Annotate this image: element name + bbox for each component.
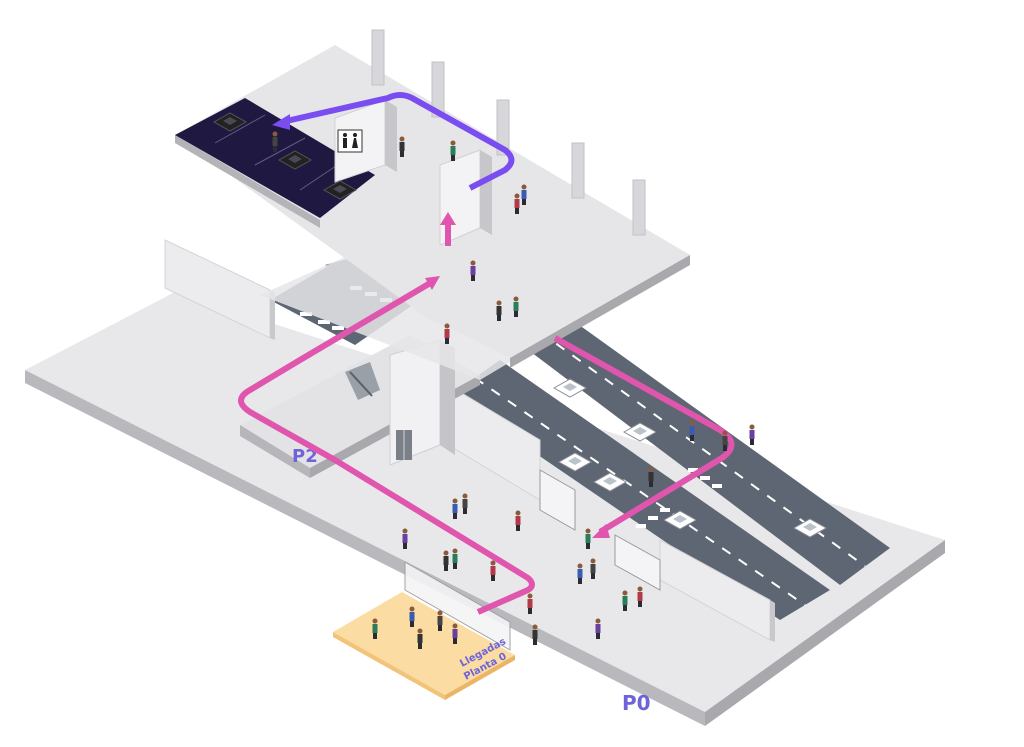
mid-floor-p2: P2: [240, 335, 480, 478]
car-icon: [212, 112, 248, 132]
person-icon: [452, 498, 458, 519]
elevator-icon: [396, 430, 412, 460]
person-icon: [521, 184, 527, 205]
person-icon: [452, 548, 458, 569]
car-icon: [322, 180, 358, 200]
person-icon: [532, 624, 538, 645]
car-icon: [557, 452, 593, 472]
car-icon: [277, 150, 313, 170]
person-icon: [372, 618, 378, 639]
person-icon: [527, 593, 533, 614]
person-icon: [452, 623, 458, 644]
person-icon: [444, 323, 450, 344]
escalator-icon: [345, 362, 380, 400]
route-pink: [238, 212, 735, 615]
person-icon: [622, 590, 628, 611]
person-icon: [399, 136, 405, 157]
person-icon: [417, 628, 423, 649]
car-icon: [622, 422, 658, 442]
person-icon: [585, 528, 591, 549]
level-label-p0: P0: [622, 691, 651, 715]
person-icon: [437, 610, 443, 631]
person-icon: [577, 563, 583, 584]
car-icon: [592, 472, 628, 492]
restroom-icon: [337, 129, 363, 153]
person-icon: [272, 131, 278, 152]
person-icon: [443, 550, 449, 571]
person-icon: [590, 558, 596, 579]
person-icon: [722, 430, 728, 451]
car-icon: [552, 378, 588, 398]
terminal-walls: [164, 239, 775, 651]
road-lanes: [450, 322, 890, 620]
person-icon: [595, 618, 601, 639]
person-icon: [409, 606, 415, 627]
arrival-zone: Llegadas Planta 0: [333, 592, 515, 700]
person-icon: [470, 260, 476, 281]
person-icon: [462, 493, 468, 514]
car-icon: [792, 518, 828, 538]
person-icon: [648, 466, 654, 487]
person-icon: [689, 420, 695, 441]
person-icon: [450, 140, 456, 161]
people-layer: [272, 131, 755, 649]
person-icon: [496, 300, 502, 321]
person-icon: [402, 528, 408, 549]
person-icon: [514, 193, 520, 214]
person-icon: [513, 296, 519, 317]
person-icon: [637, 586, 643, 607]
person-icon: [749, 424, 755, 445]
road-lane-outer: [515, 322, 890, 585]
car-icon: [662, 510, 698, 530]
cars-layer: [212, 112, 828, 538]
person-icon: [515, 510, 521, 531]
person-icon: [490, 560, 496, 581]
route-purple: [272, 92, 515, 191]
level-label-p2: P2: [292, 446, 318, 467]
